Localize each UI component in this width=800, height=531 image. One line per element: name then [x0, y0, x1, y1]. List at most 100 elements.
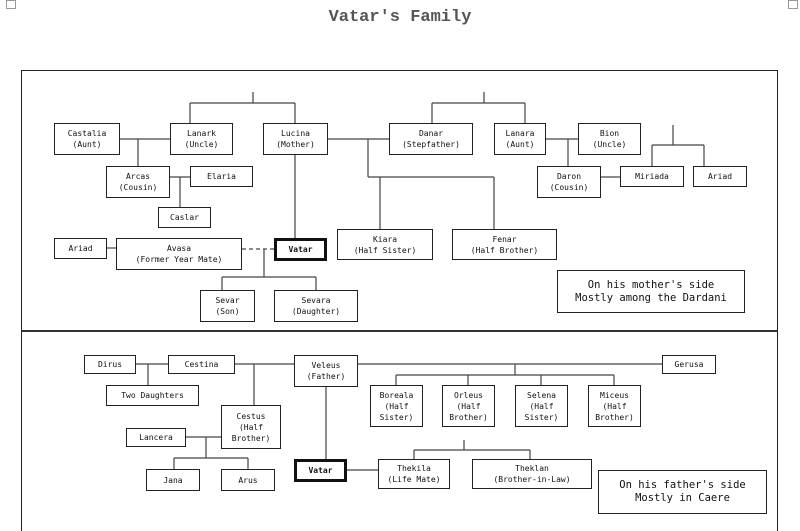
note-line: On his father's side [619, 479, 746, 491]
person-relation: (Uncle) [184, 140, 219, 149]
person-box: Lucina(Mother) [263, 123, 328, 155]
person-name: Miceus [600, 390, 629, 400]
person-name: Jana [163, 475, 183, 485]
person-box: Lancera [126, 428, 186, 447]
person-relation: (Aunt) [72, 140, 102, 149]
person-name: Dirus [97, 360, 123, 369]
person-name: Thekila [397, 464, 431, 473]
person-name: Bion [599, 129, 620, 138]
person-box: Fenar(Half Brother) [452, 229, 557, 260]
person-name: Sevara [301, 296, 331, 305]
person-name: Miriada [635, 172, 669, 181]
person-name: Ariad [68, 244, 93, 253]
person-name: Gerusa [674, 360, 704, 369]
person-relation: (Cousin) [118, 183, 158, 192]
person-box: Castalia (Aunt) [54, 123, 120, 155]
person-relation: (Former Year Mate) [135, 255, 223, 264]
person-relation: (Brother-in-Law) [493, 475, 571, 484]
person-box: Thekila (Life Mate) [378, 459, 450, 489]
person-box: Bion (Uncle) [578, 123, 641, 155]
person-name: Caslar [170, 213, 199, 222]
person-relation: (Life Mate) [387, 475, 441, 484]
person-name: Daron [556, 172, 582, 181]
person-relation: (Daughter) [291, 307, 341, 316]
person-name: Boreala [379, 390, 414, 400]
person-box: Daron (Cousin) [537, 166, 601, 198]
person-box: Dirus [84, 355, 136, 374]
person-box: Lanara(Aunt) [494, 123, 546, 155]
person-relation: (Half [384, 401, 409, 411]
person-name: Orleus [454, 390, 483, 400]
person-name: Cestus [236, 411, 266, 421]
person-box: Gerusa [662, 355, 716, 374]
person-box: Ariad [693, 166, 747, 187]
person-name: Fenar [492, 234, 517, 244]
person-relation: (Father) [306, 372, 346, 381]
person-relation: Sister) [524, 412, 559, 422]
person-relation: (Half Sister) [353, 245, 417, 255]
person-box: Theklan (Brother-in-Law) [472, 459, 592, 489]
window-icon [6, 0, 16, 9]
person-box: Veleus (Father) [294, 355, 358, 387]
person-relation: (Stepfather) [402, 140, 460, 149]
person-relation: Sister) [379, 412, 414, 422]
section-divider [21, 330, 777, 332]
window-icon [788, 0, 798, 9]
person-box: Jana [146, 469, 200, 491]
person-box: Sevara (Daughter) [274, 290, 358, 322]
person-relation: (Half [529, 401, 554, 411]
person-name: Danar [418, 129, 444, 138]
note-line: Mostly among the Dardani [575, 291, 727, 304]
person-name: Arus [238, 475, 258, 485]
person-box-vatar: Vatar [274, 238, 327, 261]
person-box: Arus [221, 469, 275, 491]
person-name: Ariad [707, 172, 733, 181]
person-relation: (Half [456, 401, 481, 411]
person-name: Castalia [67, 129, 107, 138]
family-tree-frame [21, 70, 778, 531]
person-relation: (Mother) [276, 140, 315, 149]
person-name: Vatar [288, 245, 313, 254]
person-box: Lanark (Uncle) [170, 123, 233, 155]
person-box: Sevar (Son) [200, 290, 255, 322]
person-name: Veleus [311, 361, 341, 370]
person-name: Selena [527, 390, 556, 400]
person-name: Kiara [372, 234, 398, 244]
person-name: Arcas [125, 172, 151, 181]
person-box: Danar (Stepfather) [389, 123, 473, 155]
person-relation: Brother) [449, 412, 488, 422]
person-relation: (Half [238, 422, 264, 432]
person-relation: (Half [602, 401, 627, 411]
person-relation: Brother) [595, 412, 634, 422]
person-name: Elaria [207, 172, 236, 181]
person-box: Ariad [54, 238, 107, 259]
person-relation: (Uncle) [592, 140, 627, 149]
person-name: Lancera [139, 433, 173, 442]
person-box: Cestina [168, 355, 235, 374]
person-box: Two Daughters [106, 385, 199, 406]
person-box: Arcas (Cousin) [106, 166, 170, 198]
person-name: Vatar [308, 466, 333, 475]
person-box: Elaria [190, 166, 253, 187]
person-name: Theklan [515, 464, 549, 473]
person-relation: (Cousin) [549, 183, 589, 192]
page-title: Vatar's Family [328, 8, 472, 27]
person-name: Avasa [166, 244, 192, 253]
person-name: Lanark [187, 129, 216, 138]
person-name: Cestina [184, 360, 219, 369]
person-box: Kiara(Half Sister) [337, 229, 433, 260]
person-box: Caslar [158, 207, 211, 228]
person-relation: (Son) [215, 307, 240, 316]
person-name: Sevar [215, 296, 240, 305]
person-relation: (Aunt) [505, 140, 535, 149]
note-line: Mostly in Caere [635, 492, 730, 504]
note-line: On his mother's side [587, 278, 715, 291]
person-name: Two Daughters [121, 391, 184, 400]
